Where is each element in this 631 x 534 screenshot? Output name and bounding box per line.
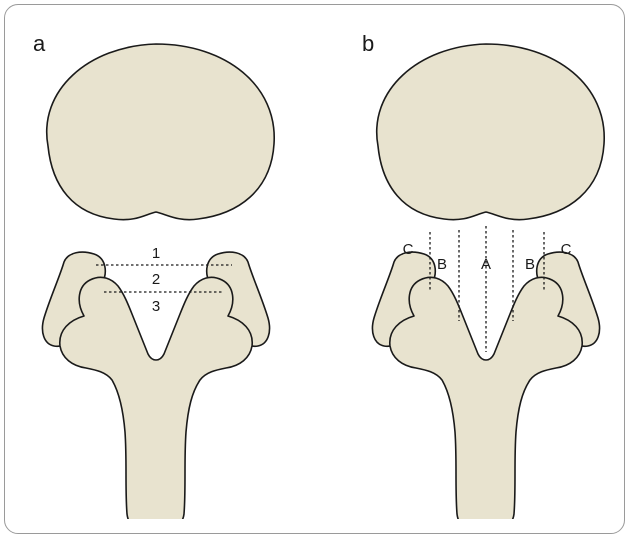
zone-label-left-c: C [403, 241, 414, 258]
panel-a: 1 2 3 [42, 44, 274, 519]
level-label-3: 3 [152, 298, 160, 315]
vertebral-body-b [377, 44, 604, 220]
posterior-arch-b [390, 277, 582, 519]
panel-b: C B A B C [372, 44, 604, 519]
vertebra-diagram: 1 2 3 a C B A B C b [0, 0, 631, 519]
panel-letter-b: b [362, 31, 374, 56]
level-label-2: 2 [152, 271, 160, 288]
zone-label-left-b: B [437, 256, 447, 273]
vertebral-body-a [47, 44, 274, 220]
zone-label-right-c: C [561, 241, 572, 258]
zone-label-center-a: A [481, 256, 491, 273]
panel-letter-a: a [33, 31, 46, 56]
level-label-1: 1 [152, 245, 160, 262]
zone-label-right-b: B [525, 256, 535, 273]
